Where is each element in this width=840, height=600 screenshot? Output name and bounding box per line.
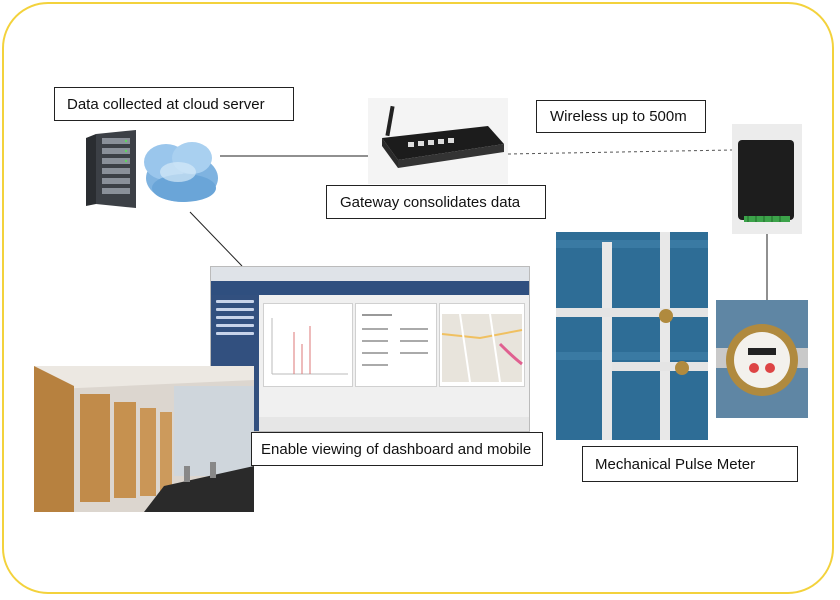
pipes-photo	[556, 232, 708, 440]
transmitter-image	[732, 124, 802, 234]
dashboard-chart-panel	[263, 303, 353, 387]
dashboard-nav-bar	[211, 281, 529, 295]
label-wireless: Wireless up to 500m	[536, 100, 706, 133]
pulse-transmitter-icon	[738, 140, 794, 222]
server-dashboard-line	[189, 211, 243, 267]
meter-photo	[716, 300, 808, 418]
label-meter: Mechanical Pulse Meter	[582, 446, 798, 482]
dashboard-browser-bar	[211, 267, 529, 281]
gateway-image	[368, 98, 508, 184]
dashboard-map-panel	[439, 303, 525, 387]
dashboard-table-panel	[355, 303, 437, 387]
dashboard-taskbar	[259, 417, 529, 431]
restroom-photo	[34, 366, 254, 512]
dashboard-screenshot	[210, 266, 530, 432]
gateway-router-icon	[382, 105, 504, 168]
server-rack-icon	[86, 130, 136, 208]
label-dashboard: Enable viewing of dashboard and mobile	[251, 432, 543, 466]
server-cloud-image	[74, 128, 224, 210]
gateway-transmitter-line	[507, 149, 733, 155]
label-cloud-server: Data collected at cloud server	[54, 87, 294, 121]
label-gateway: Gateway consolidates data	[326, 185, 546, 219]
cloud-icon	[144, 142, 218, 202]
